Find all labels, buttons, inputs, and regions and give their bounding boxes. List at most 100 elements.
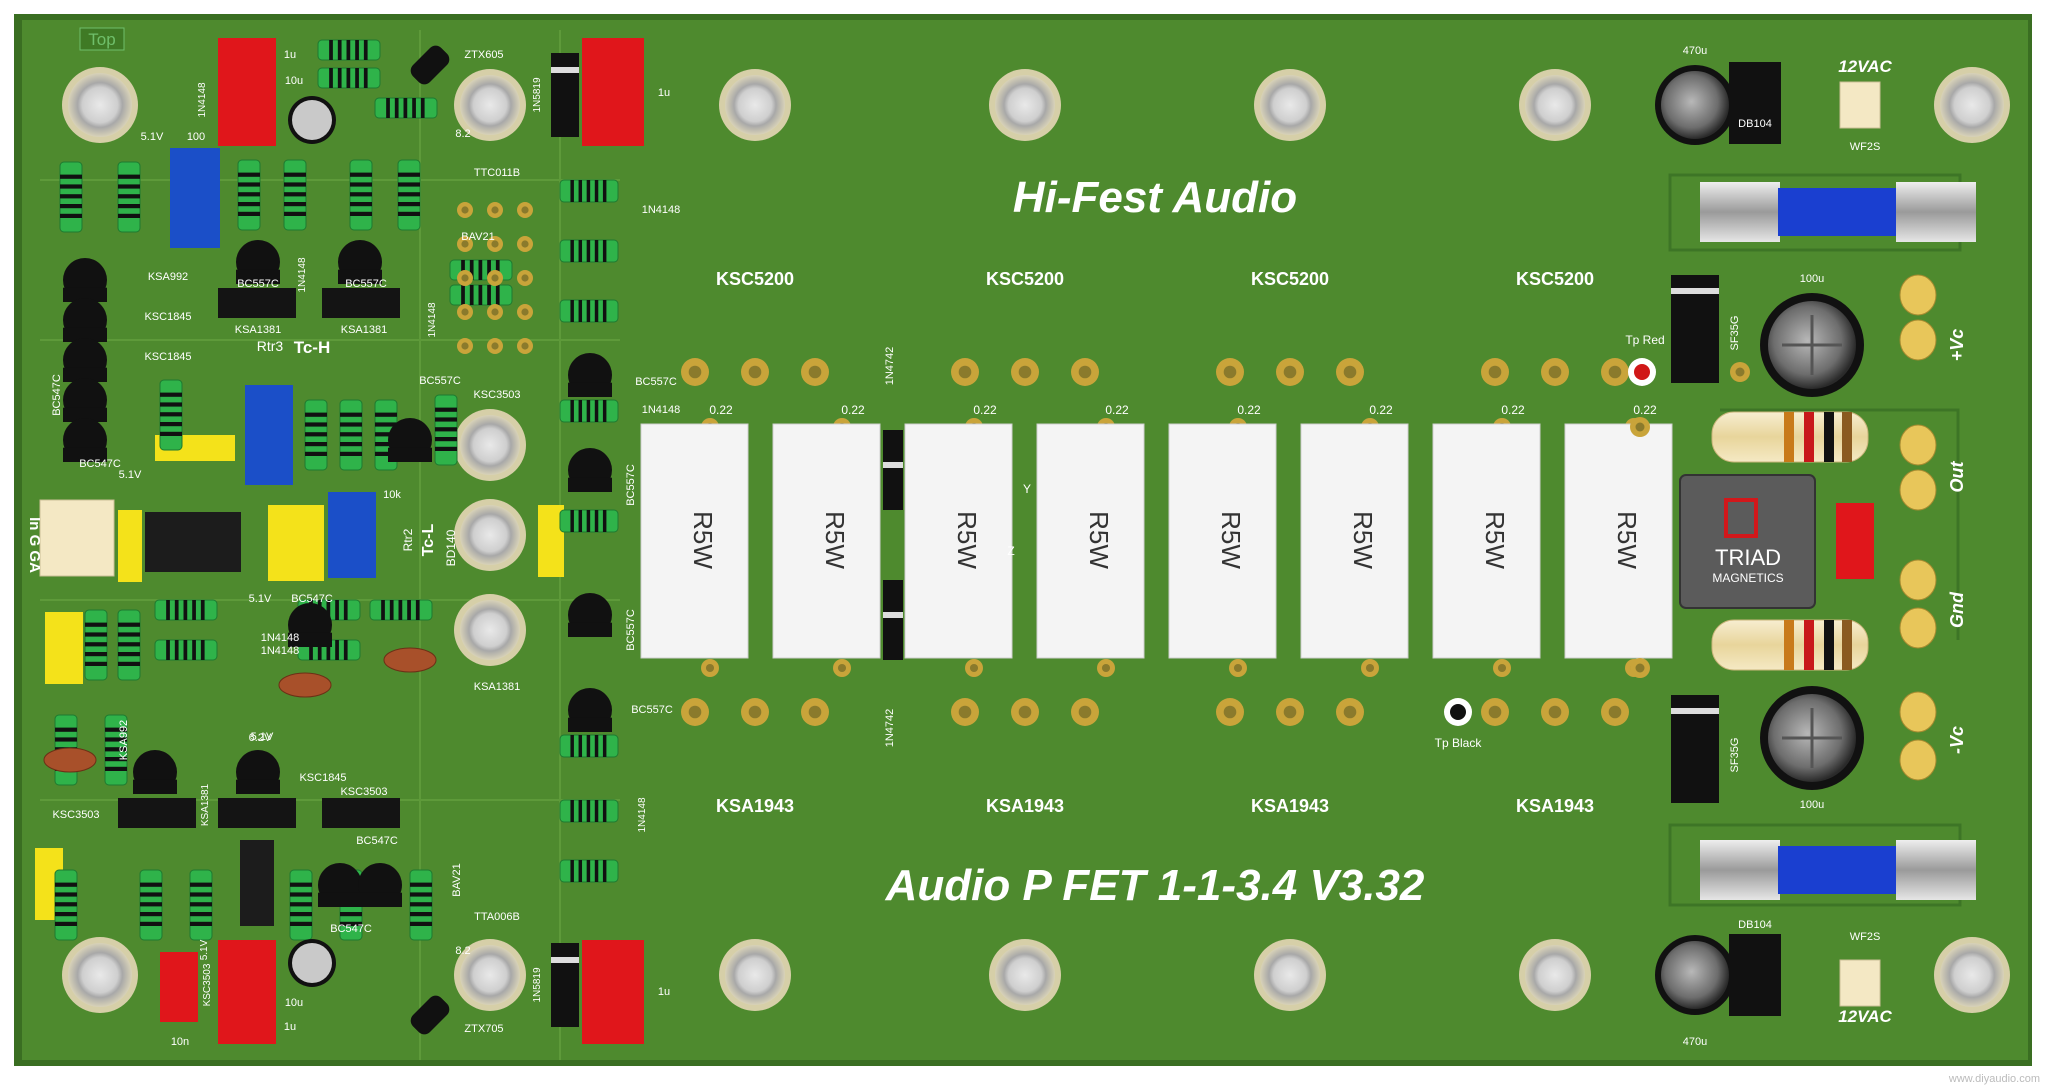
resistor-band — [140, 902, 162, 907]
dual-transistor — [240, 840, 274, 926]
resistor-band — [487, 285, 491, 305]
silk-label: +Vc — [1947, 329, 1967, 362]
power-resistor-label: R5W — [1612, 511, 1642, 569]
resistor-band — [329, 68, 333, 88]
resistor-band — [60, 213, 82, 218]
device-label-top: KSC5200 — [716, 269, 794, 289]
transistor-flat — [63, 367, 107, 382]
input-connector — [39, 499, 115, 577]
red-capacitor — [218, 38, 276, 146]
opamp-ic — [145, 512, 241, 572]
resistor-band — [326, 640, 331, 660]
resistor-band — [340, 921, 362, 926]
resistor — [237, 159, 261, 231]
silk-label: KSA1381 — [474, 681, 520, 693]
resistor — [397, 159, 421, 231]
resistor-band — [350, 182, 372, 187]
pad-hole — [1548, 365, 1562, 379]
silk-label: 1u — [658, 87, 670, 99]
silk-label: 470u — [1683, 45, 1707, 57]
resistor-band — [578, 240, 583, 262]
fuse-cap-left — [1700, 840, 1780, 900]
silk-label: Tc-L — [420, 523, 437, 556]
resistor-band — [586, 300, 591, 322]
resistor-band — [578, 400, 583, 422]
silk-label: TTA006B — [474, 911, 520, 923]
power-resistor-label: R5W — [1348, 511, 1378, 569]
pad-hole — [1635, 422, 1645, 432]
pad-hole — [521, 342, 529, 350]
power-connector — [1839, 959, 1881, 1007]
power-resistor-body — [1036, 423, 1145, 659]
sot-component — [218, 288, 296, 318]
resistor-band — [160, 402, 182, 407]
ballast-resistor-band — [1804, 412, 1814, 462]
resistor — [349, 159, 373, 231]
resistor-band — [238, 202, 260, 207]
resistor-band — [578, 300, 583, 322]
resistor-band — [166, 600, 170, 620]
transistor-flat — [318, 892, 362, 907]
silk-label: Rtr3 — [257, 338, 284, 354]
pad-hole — [521, 240, 529, 248]
transistor-flat — [568, 382, 612, 397]
pad-hole — [969, 663, 979, 673]
resistor-band — [340, 912, 362, 917]
ballast-resistor-band — [1824, 412, 1834, 462]
triad-label: TRIAD — [1715, 545, 1781, 570]
fuse-body — [1778, 846, 1898, 894]
silk-label: KSC1845 — [144, 351, 191, 363]
red-capacitor — [582, 38, 644, 146]
resistor-band — [118, 661, 140, 666]
power-resistor: R5W — [772, 423, 881, 659]
silk-label: 12VAC — [1838, 57, 1892, 76]
resistor-band — [140, 882, 162, 887]
power-resistor-label: R5W — [1216, 511, 1246, 569]
resistor-band — [183, 640, 188, 660]
resistor-band — [570, 800, 574, 822]
resistor-band — [55, 921, 77, 926]
resistor-band — [290, 882, 312, 887]
resistor — [559, 399, 619, 423]
resistor-band — [174, 640, 179, 660]
resistor — [559, 299, 619, 323]
terminal-pin — [1899, 691, 1937, 733]
silk-label: KSC3503 — [473, 389, 520, 401]
ballast-resistor-band — [1842, 620, 1852, 670]
terminal-pin — [1899, 607, 1937, 649]
resistor — [409, 869, 433, 941]
pad-hole — [521, 308, 529, 316]
power-resistor-label: R5W — [1084, 511, 1114, 569]
transistor-flat — [63, 407, 107, 422]
resistor-band — [140, 912, 162, 917]
silk-label: WF2S — [1850, 141, 1881, 153]
pad-hole — [1548, 705, 1562, 719]
resistor — [559, 859, 619, 883]
resistor — [339, 399, 363, 471]
pad-hole — [1635, 663, 1645, 673]
magnetics-label: MAGNETICS — [1712, 571, 1783, 585]
resistor-band — [375, 451, 397, 456]
resistor-band — [398, 211, 420, 216]
mounting-hole — [1260, 945, 1320, 1005]
resistor-band — [305, 451, 327, 456]
power-traces — [1668, 173, 1962, 907]
layer-tab[interactable] — [79, 27, 125, 51]
silk-label: KSC1845 — [299, 772, 346, 784]
silk-label: 100u — [1800, 273, 1824, 285]
pad-hole — [837, 663, 847, 673]
resistor-band — [570, 400, 574, 422]
resistor-band — [435, 427, 457, 432]
resistor-band — [343, 640, 348, 660]
silk-label: DB104 — [1738, 919, 1772, 931]
pad-hole — [688, 365, 702, 379]
resistor-band — [586, 240, 591, 262]
resistor-band — [55, 737, 77, 742]
resistor-band — [570, 300, 574, 322]
resistor-band — [594, 510, 599, 532]
resistor-band — [174, 600, 179, 620]
power-resistor: R5W — [1168, 423, 1277, 659]
resistor-band — [570, 735, 574, 757]
resistor-band — [118, 204, 140, 209]
